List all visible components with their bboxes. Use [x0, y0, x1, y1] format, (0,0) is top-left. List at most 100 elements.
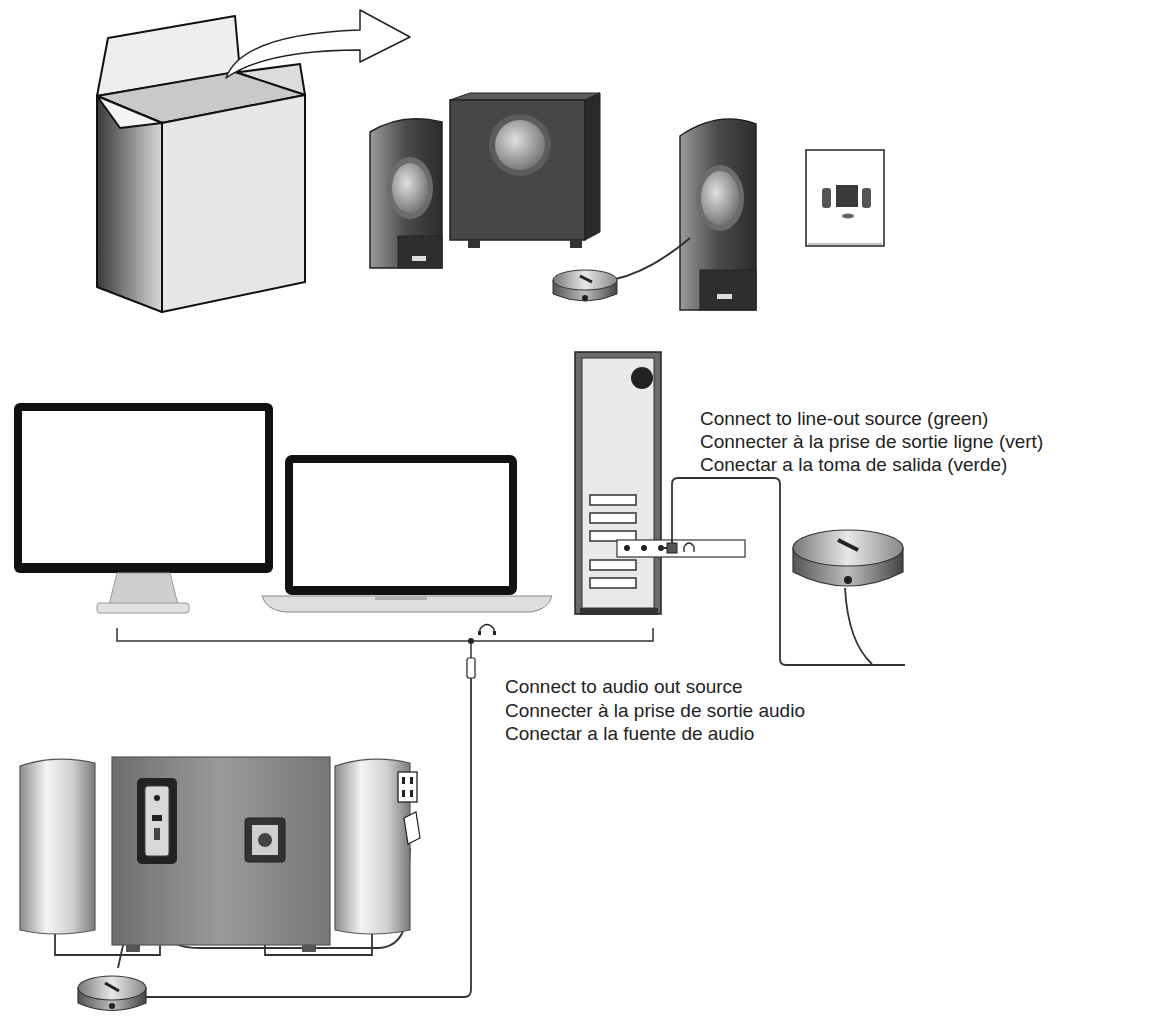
audio-port-panel	[617, 540, 745, 557]
control-pod	[553, 238, 690, 301]
satellite-speaker	[701, 171, 739, 225]
subwoofer	[468, 240, 480, 248]
user-manual	[862, 188, 871, 208]
subwoofer	[450, 93, 600, 100]
control-pod	[78, 976, 146, 1000]
subwoofer	[145, 786, 169, 856]
control-pod	[78, 976, 146, 1011]
desktop-monitor	[109, 573, 178, 605]
tower-computer	[580, 608, 658, 615]
wall-outlet	[402, 790, 405, 797]
user-manual	[808, 244, 882, 245]
satellite-speaker	[680, 119, 756, 310]
open-box	[97, 96, 162, 312]
line-out-cable	[667, 543, 677, 553]
subwoofer	[489, 114, 551, 176]
source-bracket	[117, 625, 653, 642]
subwoofer	[245, 818, 285, 862]
control-pod	[793, 530, 903, 566]
laptop	[285, 455, 517, 595]
control-pod	[105, 983, 119, 991]
satellite-speaker	[412, 256, 426, 261]
satellite-speaker	[700, 270, 756, 310]
wall-outlet	[402, 777, 405, 784]
tower-computer	[590, 578, 636, 588]
satellite-speaker	[370, 119, 442, 268]
source-bracket	[493, 631, 496, 635]
laptop	[375, 596, 427, 600]
open-box	[97, 16, 305, 312]
subwoofer	[154, 795, 160, 801]
audio-port-panel	[684, 543, 694, 552]
subwoofer	[450, 93, 600, 248]
subwoofer	[570, 240, 582, 248]
audio-port-panel	[624, 545, 630, 551]
line-out-cable	[661, 478, 905, 665]
subwoofer	[302, 945, 316, 952]
control-pod	[838, 540, 858, 550]
satellite-speaker	[696, 165, 744, 231]
subwoofer	[450, 100, 585, 240]
subwoofer	[152, 815, 162, 821]
control-pod	[793, 530, 903, 664]
laptop	[262, 455, 552, 612]
control-pod	[844, 576, 852, 584]
desktop-monitor	[14, 403, 273, 613]
control-pod	[580, 276, 592, 282]
control-pod	[845, 588, 872, 664]
control-pod	[553, 270, 617, 290]
subwoofer	[137, 778, 177, 864]
desktop-monitor	[22, 411, 265, 563]
subwoofer	[585, 93, 600, 240]
tower-computer	[590, 513, 636, 523]
instruction-text: Conectar a la toma de salida (verde)	[700, 453, 1007, 476]
satellite-speaker	[387, 157, 433, 219]
tower-computer	[631, 367, 653, 389]
subwoofer	[495, 120, 545, 170]
subwoofer	[112, 757, 330, 945]
subwoofer	[154, 828, 160, 840]
unbox-arrow	[226, 10, 410, 78]
unbox-arrow	[226, 10, 410, 78]
line-out-cable	[661, 478, 905, 665]
user-manual	[822, 188, 831, 208]
open-box	[162, 95, 305, 312]
instruction-text: Conectar a la fuente de audio	[505, 722, 754, 745]
satellite-speaker	[717, 294, 732, 299]
audio-port-panel	[617, 540, 745, 557]
subwoofer	[126, 945, 140, 952]
wall-outlet	[404, 812, 420, 844]
satellite-speaker	[20, 759, 95, 934]
control-pod	[582, 295, 588, 301]
instruction-text: Connecter à la prise de sortie ligne (ve…	[700, 430, 1043, 453]
satellite-speaker	[398, 236, 442, 268]
user-manual	[836, 185, 858, 207]
subwoofer	[112, 757, 330, 952]
satellite-speaker	[680, 119, 756, 310]
desktop-monitor	[14, 403, 273, 573]
laptop	[293, 463, 509, 586]
audio-port-panel	[641, 545, 647, 551]
control-pod	[109, 1003, 115, 1009]
wall-outlet	[398, 772, 420, 844]
wall-outlet	[410, 790, 413, 797]
tower-computer	[582, 358, 654, 608]
satellite-speaker	[20, 759, 95, 934]
source-bracket	[480, 625, 494, 635]
laptop	[262, 596, 552, 612]
satellite-speaker	[370, 119, 442, 268]
subwoofer	[258, 833, 272, 847]
audio-plug-cable	[467, 658, 475, 678]
tower-computer	[590, 560, 636, 570]
tower-computer	[575, 352, 661, 614]
satellite-speaker	[392, 163, 428, 213]
user-manual	[806, 150, 884, 246]
control-pod	[612, 238, 690, 280]
wall-outlet	[398, 772, 417, 802]
source-bracket	[478, 631, 481, 635]
desktop-monitor	[97, 603, 189, 613]
user-manual	[806, 150, 884, 246]
open-box	[97, 96, 162, 128]
